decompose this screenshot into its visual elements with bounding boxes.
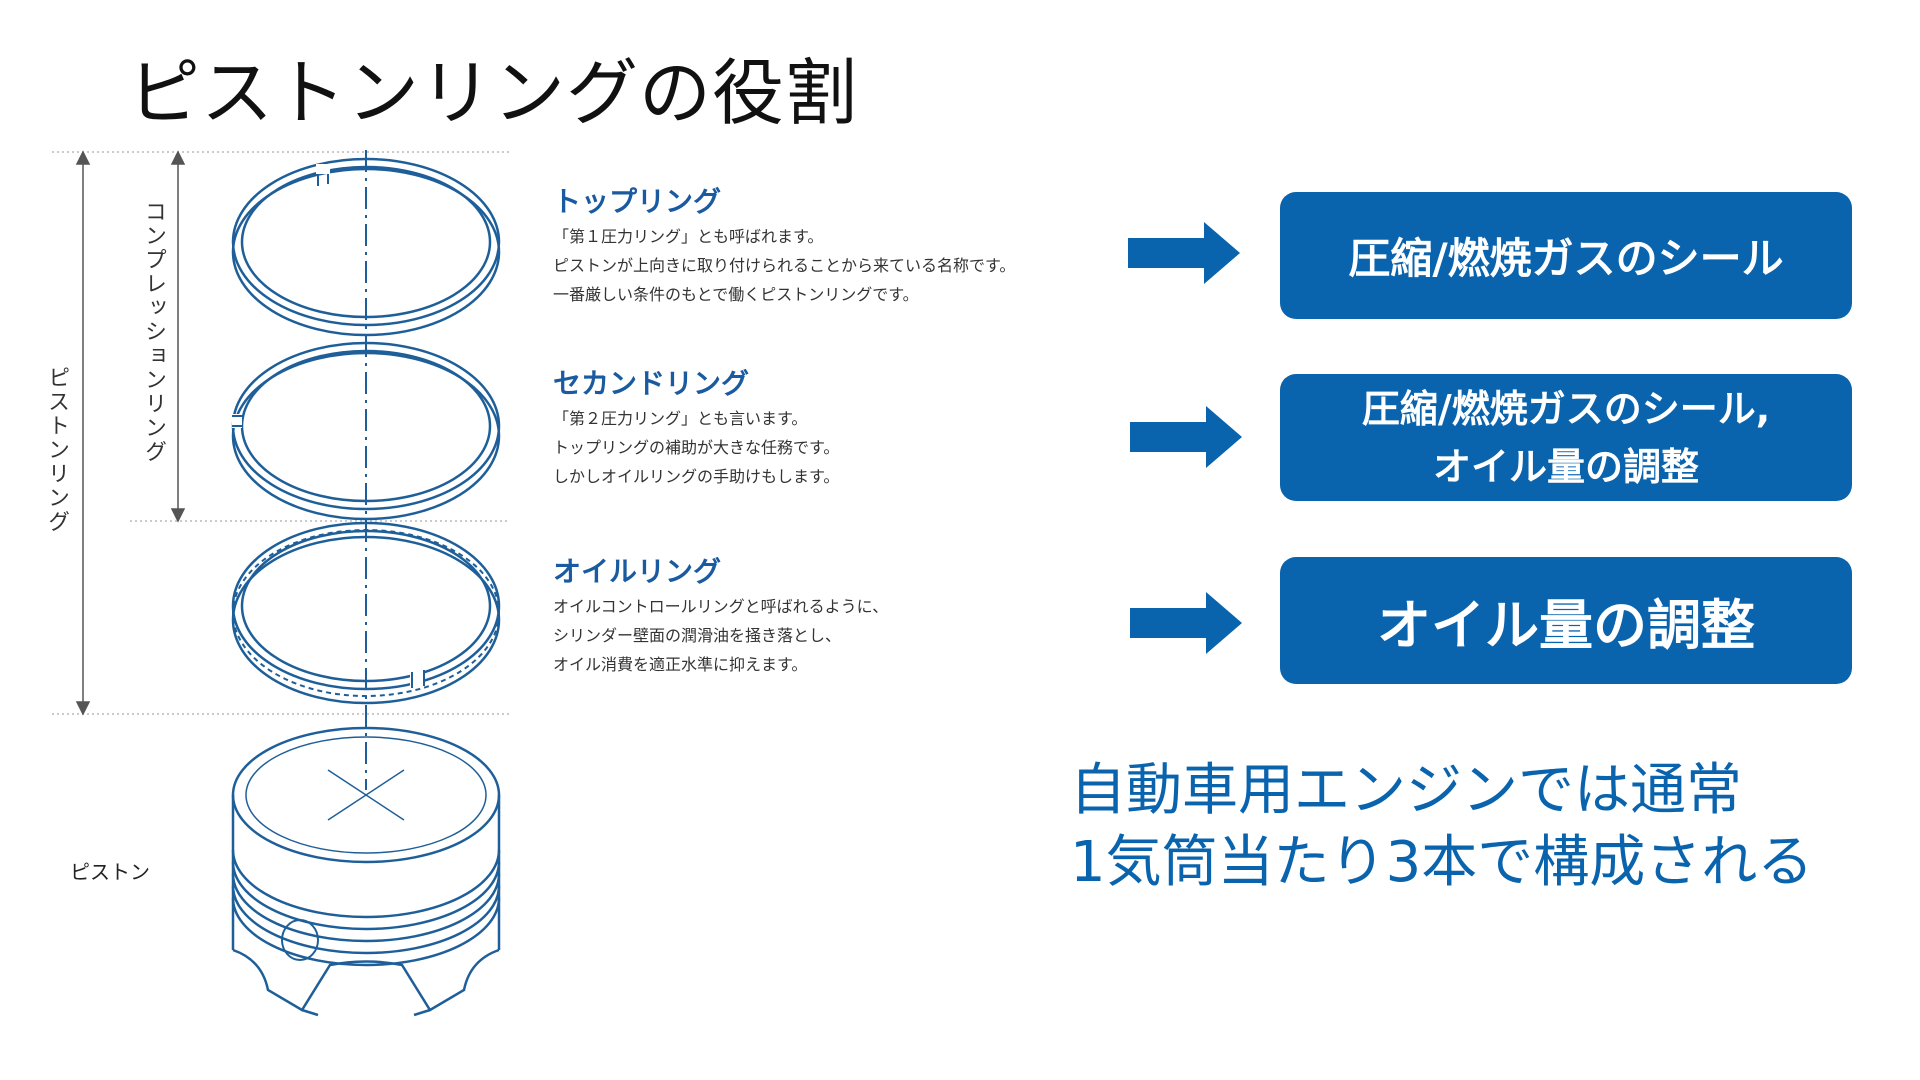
piston xyxy=(231,726,501,1017)
second-ring-role-box: 圧縮/燃焼ガスのシール, オイル量の調整 xyxy=(1280,374,1852,501)
top-ring xyxy=(231,157,501,337)
compression-rings-label: コンプレッションリング xyxy=(141,200,166,464)
oil-ring-description: オイルコントロールリングと呼ばれるように、 シリンダー壁面の潤滑油を掻き落とし、… xyxy=(553,597,889,674)
oil-ring-title: オイルリング xyxy=(553,555,722,588)
arrow-right-icon xyxy=(1130,406,1242,468)
arrow-right-icon xyxy=(1130,592,1242,654)
guide-lines xyxy=(52,151,510,715)
arrow-right-icon xyxy=(1128,222,1240,284)
piston-label: ピストン xyxy=(70,860,150,884)
top-ring-title: トップリング xyxy=(553,185,722,218)
oil-ring xyxy=(231,521,501,705)
slide-title: ピストンリングの役割 xyxy=(128,51,859,135)
second-ring-description: 「第２圧力リング」とも言います。 トップリングの補助が大きな任務です。 しかしオ… xyxy=(553,409,840,486)
top-ring-description: 「第１圧力リング」とも呼ばれます。 ピストンが上向きに取り付けられることから来て… xyxy=(553,227,1016,304)
second-ring-title: セカンドリング xyxy=(553,367,750,400)
oil-ring-role-box: オイル量の調整 xyxy=(1280,557,1852,684)
piston-rings-label: ピストンリング xyxy=(44,366,69,534)
dimension-arrows xyxy=(75,150,186,716)
summary-text: 自動車用エンジンでは通常 1気筒当たり3本で構成される xyxy=(1070,758,1814,895)
top-ring-role-box: 圧縮/燃焼ガスのシール xyxy=(1280,192,1852,319)
